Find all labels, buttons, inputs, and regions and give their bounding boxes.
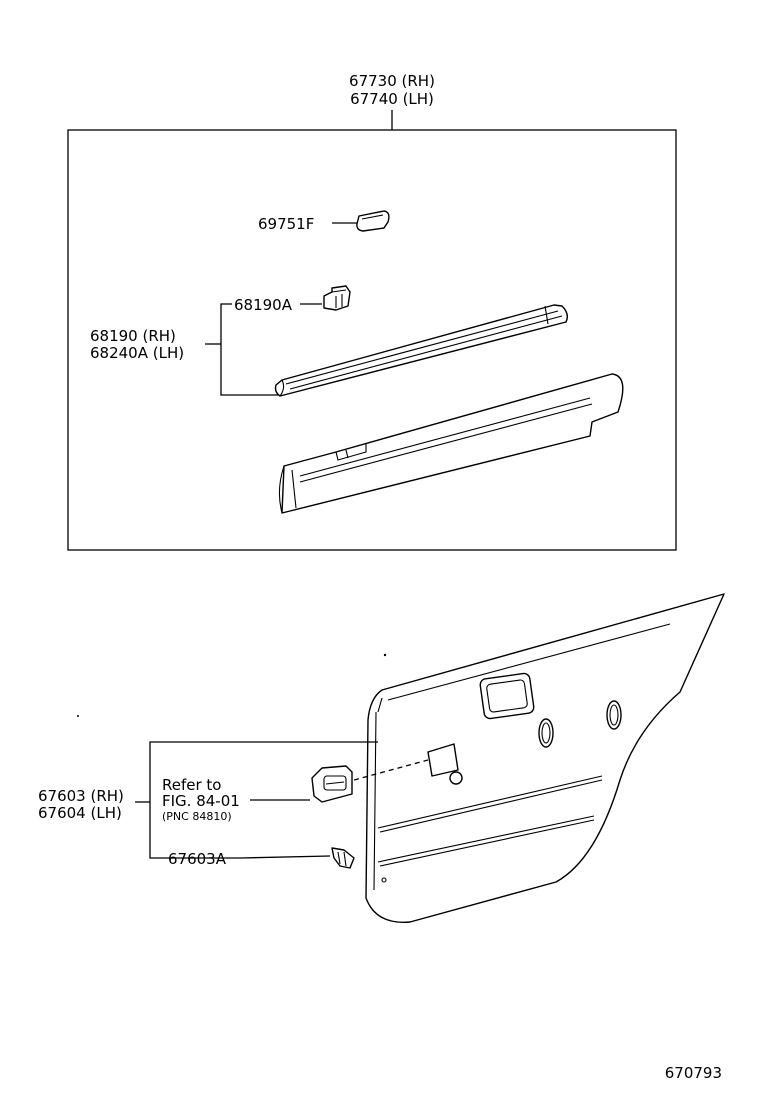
weatherstrip-part (274, 304, 569, 397)
speck (383, 653, 387, 657)
assembly-frame (67, 129, 677, 551)
bracket-panel (149, 741, 378, 859)
label-panel-rh: 67603 (RH) (38, 787, 124, 805)
label-weatherstrip-rh: 68190 (RH) (90, 327, 176, 345)
leader-67603a (239, 855, 331, 859)
refer-pnc: (PNC 84810) (162, 810, 232, 823)
door-trim-panel (365, 593, 725, 923)
label-69751f: 69751F (258, 215, 314, 233)
label-weatherstrip-lh: 68240A (LH) (90, 344, 184, 362)
refer-fig-link[interactable]: FIG. 84-01 (162, 792, 240, 810)
switch-bezel-part (311, 765, 353, 803)
label-67603a: 67603A (168, 850, 227, 868)
clip-67603a-part (331, 847, 355, 869)
lock-knob-hole (538, 718, 554, 748)
door-molding-part (278, 373, 624, 514)
bracket-68190 (220, 303, 278, 396)
clip-69751f-part (356, 210, 390, 232)
assembly-label-rh: 67730 (RH) (349, 72, 435, 90)
armrest-pocket (479, 672, 535, 720)
refer-line-1: Refer to (162, 776, 221, 794)
assembly-label-lh: 67740 (LH) (350, 90, 434, 108)
panel-bracket (427, 743, 459, 777)
figure-id: 670793 (665, 1064, 722, 1082)
clip-68190a-part (323, 285, 351, 311)
label-68190a: 68190A (234, 296, 293, 314)
speck (77, 715, 79, 717)
handle-hole (606, 700, 622, 730)
dashed-leader-bezel (353, 759, 429, 781)
label-panel-lh: 67604 (LH) (38, 804, 122, 822)
